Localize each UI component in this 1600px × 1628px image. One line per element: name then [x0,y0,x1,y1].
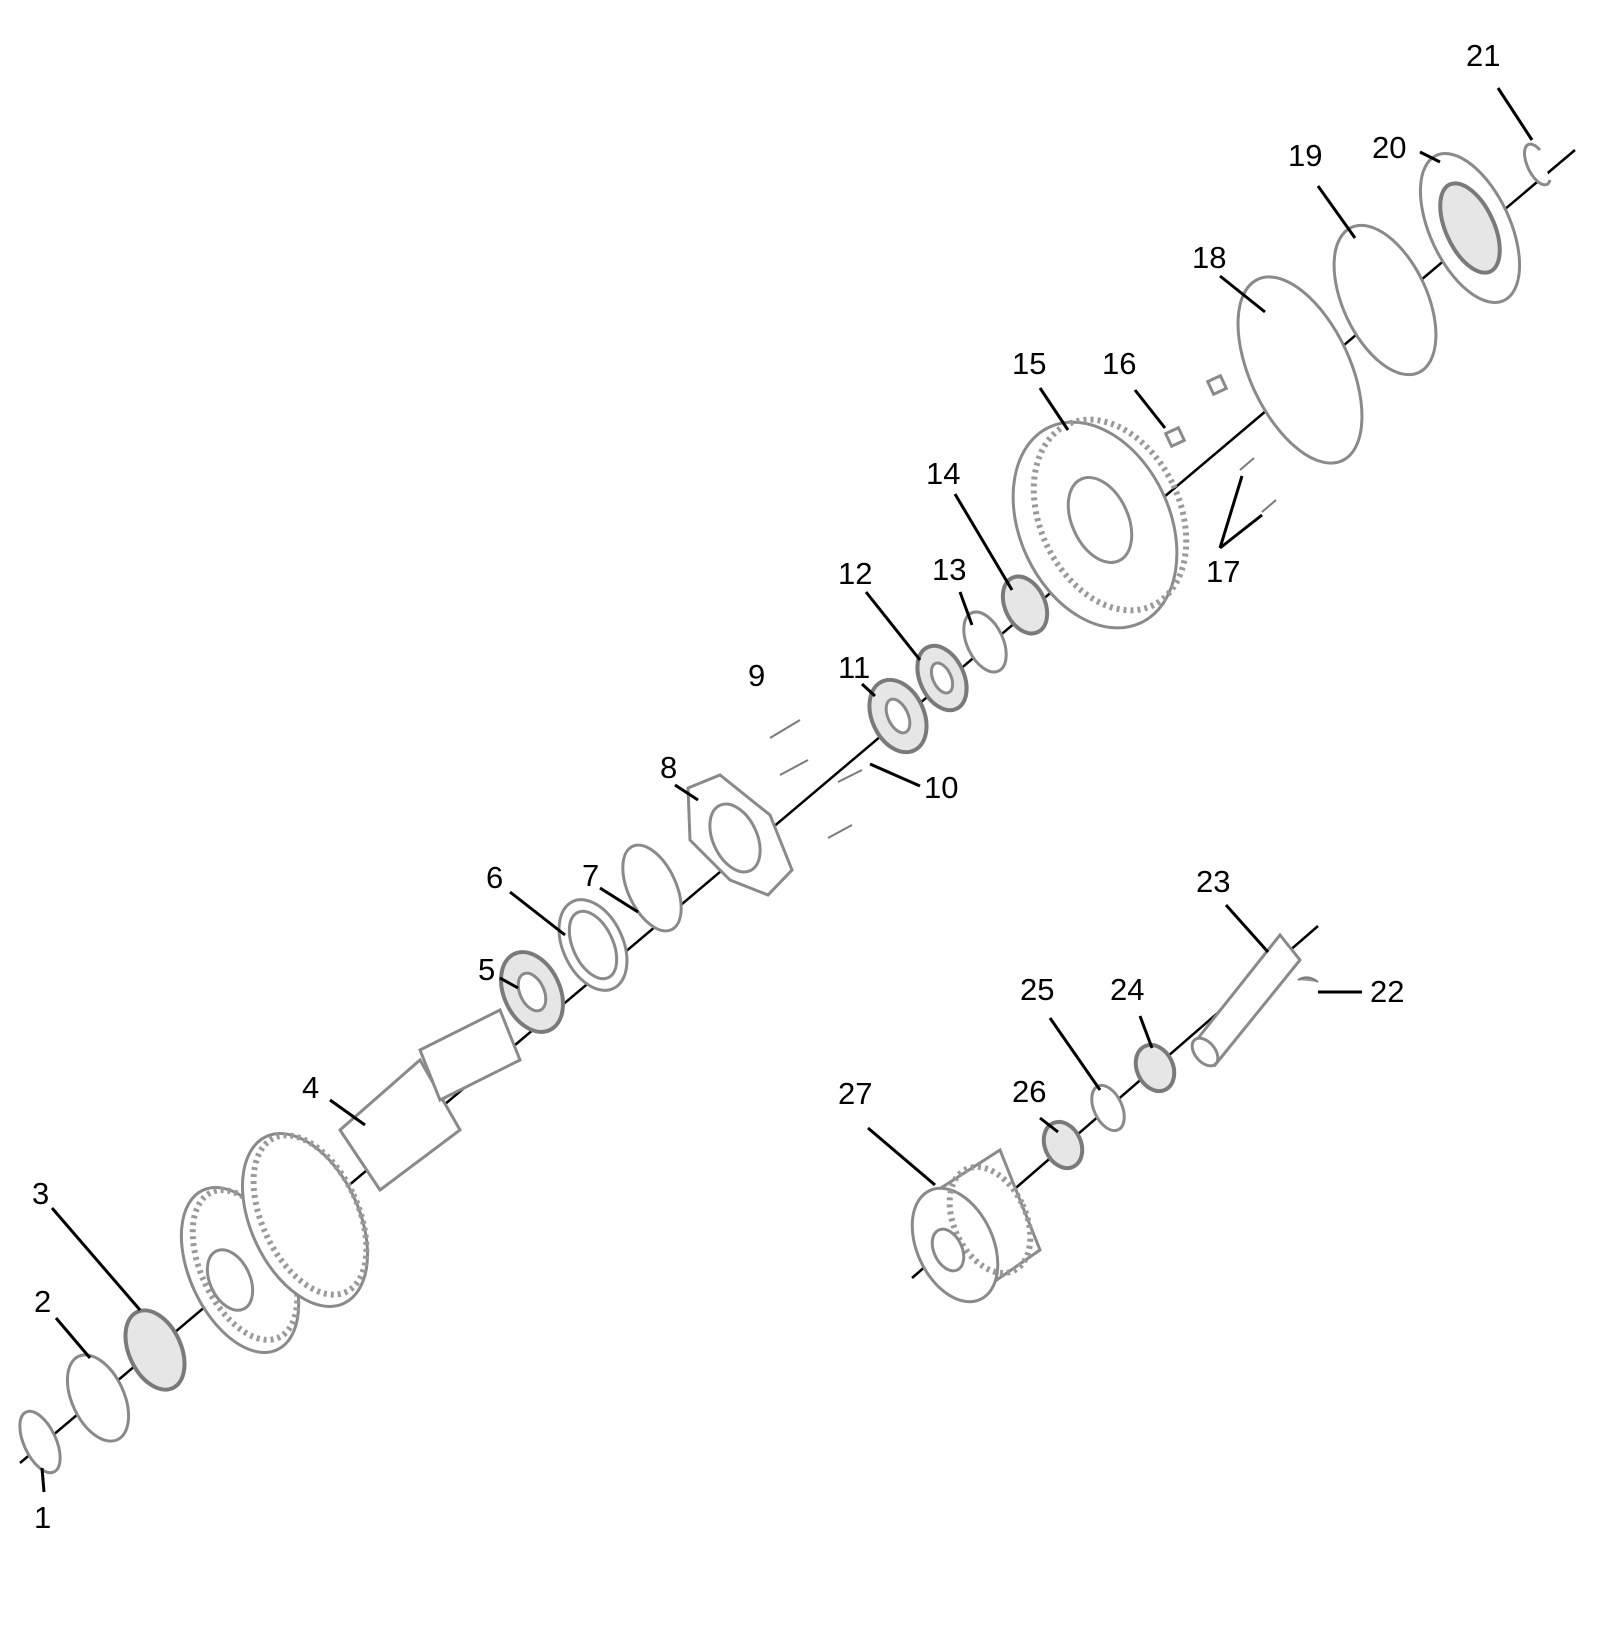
callout-label-8: 8 [660,750,677,785]
part-6-race [557,898,629,992]
leader-10 [869,762,921,788]
leader-15 [1038,387,1070,431]
part-2-washer [65,1353,131,1443]
callout-label-2: 2 [34,1284,51,1319]
part-19-ring [1332,223,1438,377]
callout-label-14: 14 [926,456,960,491]
callout-label-5: 5 [478,952,495,987]
callout-label-19: 19 [1288,138,1322,173]
callout-label-7: 7 [582,858,599,893]
leader-19 [1316,185,1357,239]
part-24-bearing [1133,1042,1177,1094]
part-7-shim [621,843,683,933]
callout-label-10: 10 [924,770,958,805]
callout-label-24: 24 [1110,972,1144,1007]
callout-label-27: 27 [838,1076,872,1111]
part-17-pins [1239,457,1277,513]
leader-lines [40,87,1534,1493]
leader-23 [1224,904,1270,953]
callout-label-22: 22 [1370,974,1404,1009]
leader-16 [1133,389,1167,429]
leader-14 [953,493,1014,591]
part-15-gear [1011,416,1190,630]
leader-26 [1039,1116,1059,1134]
callout-label-11: 11 [838,650,870,685]
leader-8 [674,783,699,802]
part-23-countershaft [1190,932,1302,1068]
callout-label-4: 4 [302,1070,319,1105]
part-22-pin [1297,976,1319,983]
leader-5 [499,976,519,990]
leader-18 [1219,274,1266,314]
leader-11 [860,682,877,698]
leader-27 [867,1126,936,1187]
part-14-spacer [1000,574,1050,636]
part-16-key [1163,373,1229,449]
part-21-clip [1523,142,1552,187]
leader-21 [1496,87,1534,141]
part-5-bearing [499,950,565,1034]
leader-1 [40,1467,46,1493]
part-18-ring [1236,275,1364,465]
leader-6 [509,890,566,937]
callout-label-21: 21 [1466,38,1500,73]
leader-12 [864,591,922,661]
leader-20 [1419,150,1441,164]
part-20-bearing-retainer [1418,152,1522,304]
callout-label-15: 15 [1012,346,1046,381]
part-25-spacer [1090,1083,1126,1133]
leader-17a [1218,475,1244,549]
callout-label-17: 17 [1206,554,1240,589]
callout-label-16: 16 [1102,346,1136,381]
leader-13 [958,591,974,626]
leader-4 [329,1098,366,1127]
part-26-bearing [1041,1119,1085,1171]
callout-labels: 1 2 3 4 5 6 7 8 9 10 11 12 13 14 15 16 1… [32,38,1500,1535]
part-3-bearing [123,1308,187,1392]
part-1-snap-ring [18,1409,62,1475]
part-4-input-shaft [179,1007,522,1355]
part-9-bolts [769,719,863,839]
callout-label-18: 18 [1192,240,1226,275]
leader-3 [50,1207,142,1311]
part-12-bearing [915,643,969,713]
part-13-snap-ring [962,610,1008,674]
callout-label-1: 1 [34,1500,51,1535]
leader-17b [1219,513,1263,550]
leader-24 [1138,1015,1154,1049]
callout-label-26: 26 [1012,1074,1046,1109]
callout-label-23: 23 [1196,864,1230,899]
leader-7 [599,886,639,914]
leader-25 [1048,1017,1102,1091]
callout-label-20: 20 [1372,130,1406,165]
callout-label-9: 9 [748,658,765,693]
callout-label-13: 13 [932,552,966,587]
callout-label-6: 6 [486,860,503,895]
callout-label-3: 3 [32,1176,49,1211]
part-11-bearing [867,677,929,755]
leader-2 [54,1317,92,1359]
callout-label-25: 25 [1020,972,1054,1007]
callout-label-12: 12 [838,556,872,591]
part-8-retainer-plate [686,773,794,897]
part-27-cluster-gear [910,1147,1042,1304]
